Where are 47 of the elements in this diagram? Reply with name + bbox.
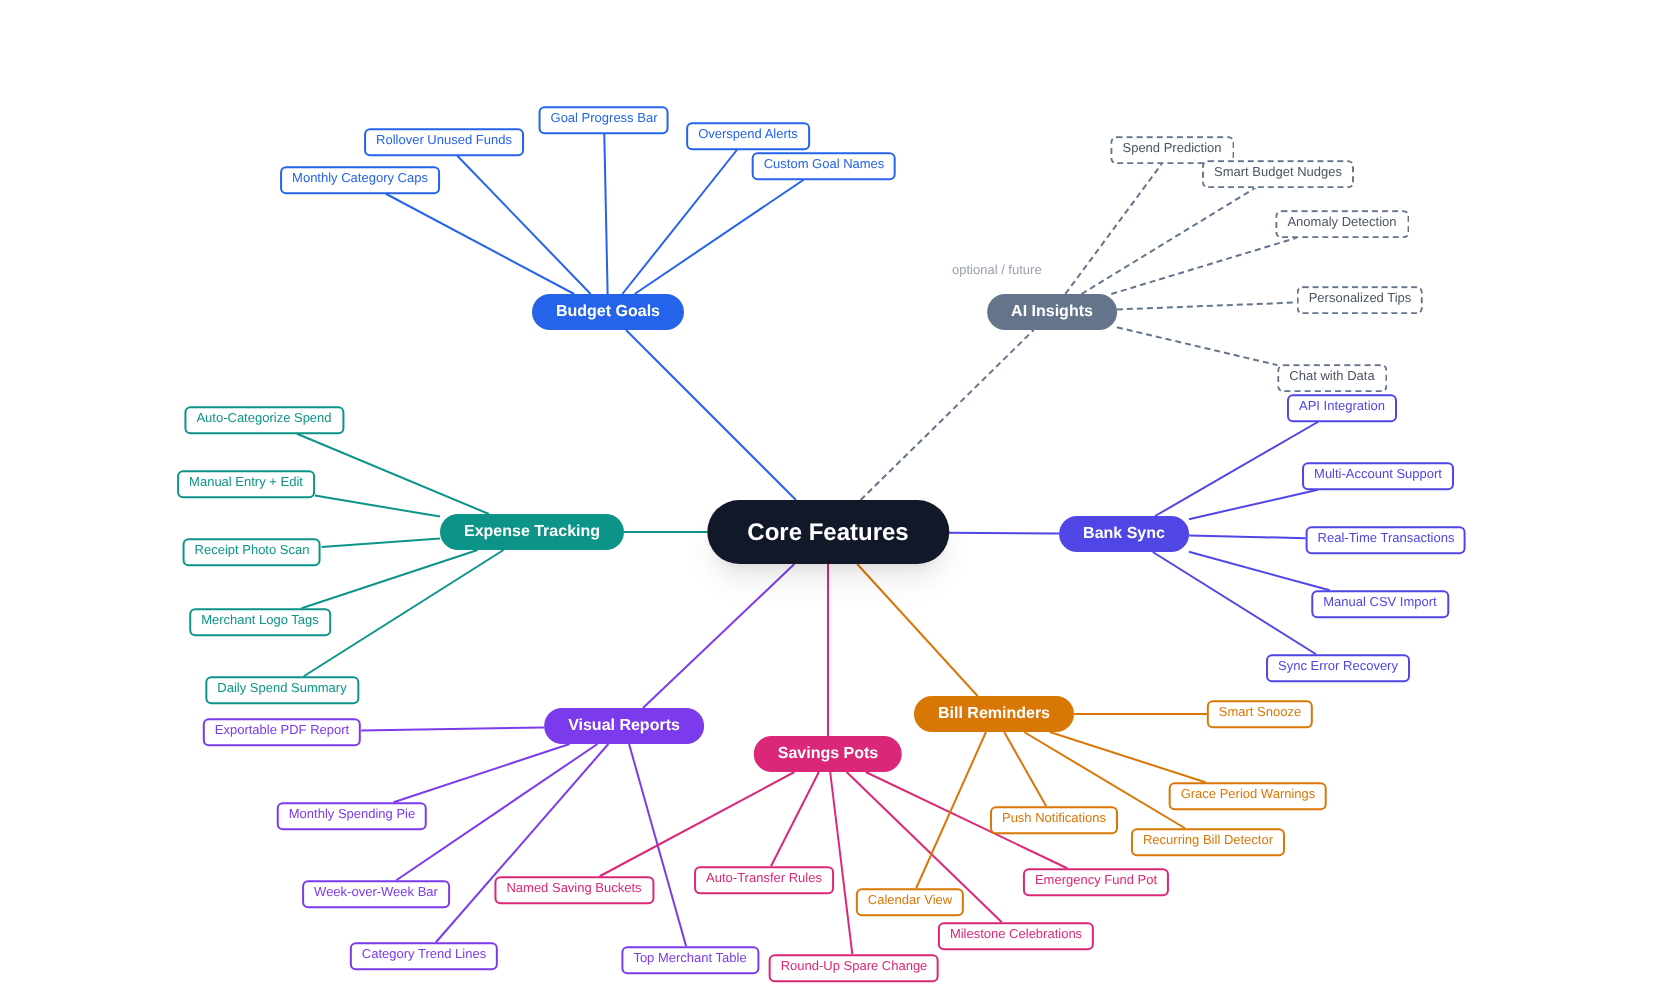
connector-line (628, 743, 688, 948)
connector-line (1110, 236, 1298, 295)
branch-topic-pill: Expense Tracking (439, 514, 625, 550)
connector-line (947, 531, 1061, 535)
branch-topic-pill: Savings Pots (753, 736, 903, 772)
connector-line (829, 771, 854, 956)
connector-line (1187, 534, 1307, 540)
connector-line (360, 726, 546, 732)
connector-line (295, 432, 490, 515)
connector-line (395, 743, 599, 882)
connector-line (845, 771, 1003, 924)
connector-line (1151, 551, 1318, 656)
connector-line (623, 531, 709, 533)
connector-line (1115, 301, 1298, 311)
connector-line (384, 192, 576, 295)
connector-line (1064, 162, 1163, 295)
connector-line (859, 329, 1035, 501)
connector-line (392, 743, 571, 804)
connector-line (1073, 713, 1208, 715)
connector-line (1187, 488, 1319, 521)
connector-line (1003, 731, 1048, 808)
connector-line (633, 178, 805, 295)
connector-line (856, 563, 979, 697)
connector-line (641, 563, 796, 709)
connector-line (603, 132, 609, 295)
branch-topic-pill: Budget Goals (532, 294, 684, 330)
connector-line (625, 329, 797, 501)
connector-line (827, 563, 829, 737)
connector-line (300, 549, 479, 610)
connector-line (434, 743, 610, 944)
branch-topic-pill: AI Insights (987, 294, 1117, 330)
connector-line (320, 537, 441, 549)
connector-line (1187, 550, 1331, 592)
connector-line (598, 771, 796, 878)
branch-topic-pill: Bill Reminders (914, 696, 1074, 732)
connector-line (770, 771, 820, 868)
central-topic-pill: Core Features (707, 500, 949, 564)
connector-line (1048, 731, 1207, 784)
connector-line (915, 731, 987, 890)
connector-line (302, 549, 505, 678)
connector-line (1080, 186, 1257, 295)
connector-line (456, 154, 592, 295)
branch-topic-pill: Bank Sync (1059, 516, 1189, 552)
connector-line (1115, 326, 1279, 367)
branch-topic-pill: Visual Reports (544, 708, 704, 744)
connector-line (313, 494, 441, 518)
connector-line (1154, 420, 1320, 517)
